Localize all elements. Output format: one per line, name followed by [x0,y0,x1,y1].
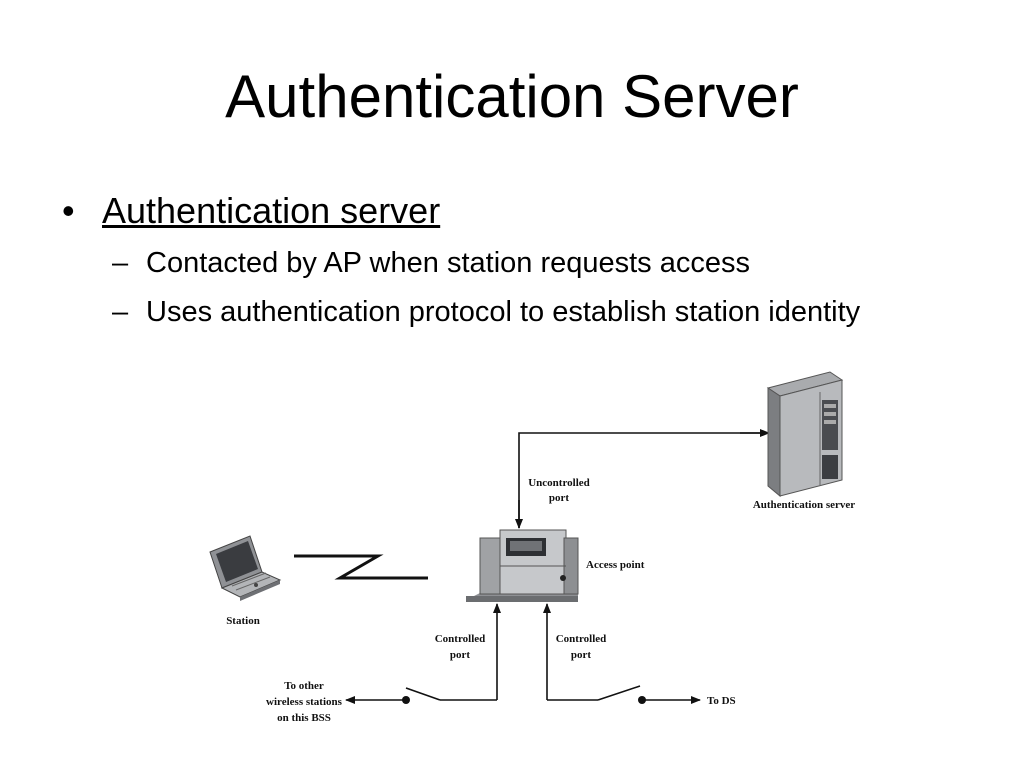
bullet-item: • Authentication server [62,190,440,232]
label-station: Station [226,615,260,627]
server-icon [766,371,844,498]
uncontrolled-link [518,432,768,528]
label-to-other-2: wireless stations [266,696,343,708]
bullet-text: Authentication server [102,190,441,231]
label-controlled-port-right-2: port [571,649,592,661]
label-access-point: Access point [586,559,645,571]
label-controlled-port-left-2: port [450,649,471,661]
label-authentication-server: Authentication server [753,499,855,511]
access-point-icon [466,529,579,602]
dash-marker: – [112,296,129,328]
label-to-ds: To DS [707,695,736,707]
sub-bullet-text: Contacted by AP when station requests ac… [146,247,750,279]
dash-marker: – [112,247,129,279]
label-controlled-port-left-1: Controlled [435,633,486,645]
wireless-link-icon [294,554,428,580]
label-to-other-1: To other [284,680,324,692]
label-uncontrolled-port-1: Uncontrolled [528,477,590,489]
switch-right [547,685,701,704]
label-to-other-3: on this BSS [277,712,331,724]
label-controlled-port-right-1: Controlled [556,633,607,645]
label-uncontrolled-port-2: port [549,492,570,504]
bullet-dot: • [62,190,75,231]
sub-bullet-1: – Contacted by AP when station requests … [112,244,892,282]
laptop-icon [209,535,282,601]
sub-bullet-text: Uses authentication protocol to establis… [146,296,861,328]
sub-bullet-2: – Uses authentication protocol to establ… [112,293,892,331]
switch-left [345,687,497,704]
slide-title: Authentication Server [225,63,799,130]
